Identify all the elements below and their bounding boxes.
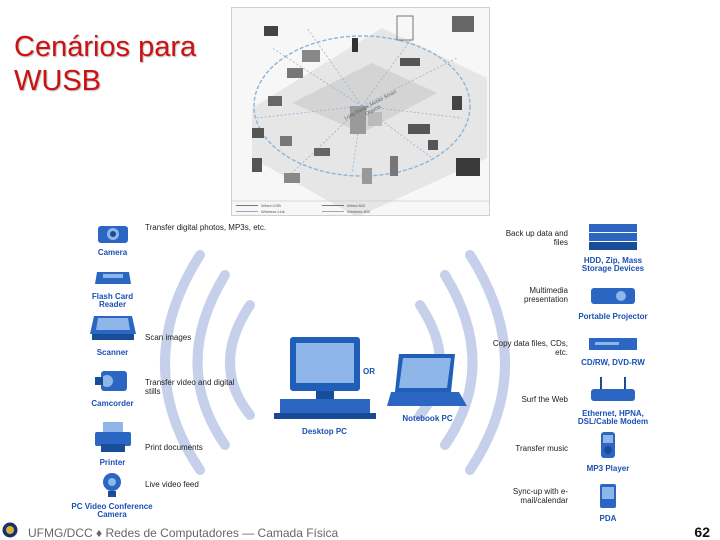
ufmg-logo-icon: [2, 522, 18, 538]
scanner-icon: [89, 316, 136, 340]
scanner-device: Scanner: [80, 314, 145, 357]
optical-drive-label: CD/RW, DVD-RW: [581, 358, 645, 367]
printer-label: Printer: [99, 458, 126, 467]
storage-device: HDD, Zip, Mass Storage Devices: [568, 222, 658, 273]
scanner-label: Scanner: [96, 348, 129, 357]
webcam-label: PC Video Conference Camera: [71, 502, 153, 519]
router-icon: [591, 377, 635, 401]
handset-icon: [352, 38, 358, 52]
notebook-pc-icon: [387, 354, 467, 406]
router-activity: Surf the Web: [521, 395, 568, 404]
hub-icon: [314, 148, 330, 156]
pda-icon: [600, 484, 616, 508]
printer-icon: [94, 422, 131, 452]
topology-devices: [232, 15, 489, 202]
optical-drive-icon: [589, 338, 637, 350]
mp3-player-icon: [601, 432, 615, 458]
projector-icon: [591, 288, 635, 304]
storage-activity: Back up data and files: [505, 229, 568, 247]
optical-drive-activity: Copy data files, CDs, etc.: [492, 339, 568, 357]
projector-activity: Multimedia presentation: [523, 286, 568, 304]
webcam-icon: [103, 473, 121, 497]
camcorder-icon: [94, 371, 127, 391]
tv-icon: [456, 158, 480, 176]
flash-card-reader-label: Flash Card Reader: [91, 292, 134, 309]
storage-label: HDD, Zip, Mass Storage Devices: [581, 256, 645, 273]
pda-activity: Sync-up with e-mail/calendar: [512, 487, 568, 505]
slide-title-line-2: WUSB: [14, 65, 101, 97]
legend-wired-usb: Wired USB: [236, 203, 281, 208]
monitor-icon: [452, 16, 474, 32]
slide-footer: UFMG/DCC ♦ Redes de Computadores — Camad…: [0, 522, 720, 540]
webcam-activity: Live video feed: [145, 480, 199, 489]
camera-label: Camera: [97, 248, 128, 257]
joystick-icon: [428, 140, 438, 150]
hard-disk-icon: [589, 224, 637, 250]
router-icon: [268, 96, 282, 106]
camcorder-activity: Transfer video and digital stills: [145, 378, 235, 396]
camcorder-icon: [252, 158, 262, 172]
router-device: Ethernet, HPNA, DSL/Cable Modem: [568, 373, 658, 426]
desktop-pc-label: Desktop PC: [302, 427, 347, 436]
footer-text: UFMG/DCC ♦ Redes de Computadores — Camad…: [28, 526, 339, 540]
slide-title: Cenários para WUSB: [14, 30, 224, 98]
pda-label: PDA: [599, 514, 617, 523]
antenna-icon: [396, 15, 414, 41]
router-label: Ethernet, HPNA, DSL/Cable Modem: [577, 409, 649, 426]
camera-device: Camera: [85, 222, 140, 257]
desktop-pc-icon: [273, 337, 376, 419]
or-label: OR: [363, 367, 375, 376]
camera-icon: [252, 128, 264, 138]
projector-icon: [408, 124, 430, 134]
optical-drive-device: CD/RW, DVD-RW: [568, 334, 658, 367]
camera-icon: [97, 226, 128, 243]
printer-device: Printer: [80, 420, 145, 467]
page-number: 62: [694, 524, 710, 540]
desktop-tower-icon: [350, 106, 366, 134]
legend-wired-802: Wired 802: [322, 203, 365, 208]
mp3-player-device: MP3 Player: [568, 430, 648, 473]
flash-card-reader-device: Flash Card Reader: [80, 268, 145, 309]
notebook-pc-label: Notebook PC: [402, 414, 453, 423]
wusb-topology-diagram: Long Range Mobile Smart Objects Wired US…: [231, 7, 490, 216]
mp3-player-icon: [362, 168, 372, 184]
camcorder-label: Camcorder: [91, 399, 134, 408]
mp3-player-label: MP3 Player: [586, 464, 630, 473]
mp3-player-activity: Transfer music: [515, 444, 568, 453]
projector-label: Portable Projector: [578, 312, 648, 321]
phone-icon: [264, 26, 278, 36]
printer-icon: [302, 50, 320, 62]
printer-icon: [284, 173, 300, 183]
speaker-icon: [390, 156, 398, 176]
flash-card-reader-icon: [94, 272, 131, 284]
scanner-icon: [287, 68, 303, 78]
pda-device: PDA: [578, 482, 638, 523]
camera-activity: Transfer digital photos, MP3s, etc.: [145, 223, 267, 232]
pda-icon: [452, 96, 462, 110]
scanner-activity: Scan images: [145, 333, 192, 342]
notebook-pc: Notebook PC: [380, 352, 475, 423]
projector-device: Portable Projector: [568, 282, 658, 321]
printer-activity: Print documents: [145, 443, 203, 452]
camcorder-device: Camcorder: [80, 365, 145, 408]
webcam-icon: [280, 136, 292, 146]
slide-title-line-1: Cenários para: [14, 31, 197, 63]
legend-wireless-link: Wireless Link: [236, 209, 285, 214]
dvd-player-icon: [400, 58, 420, 66]
legend-wireless-802: Wireless 802: [322, 209, 370, 214]
webcam-device: PC Video Conference Camera: [62, 472, 162, 519]
desktop-pc: Desktop PC: [262, 335, 387, 436]
monitor-icon: [368, 112, 382, 126]
wireless-waves: [160, 250, 510, 475]
